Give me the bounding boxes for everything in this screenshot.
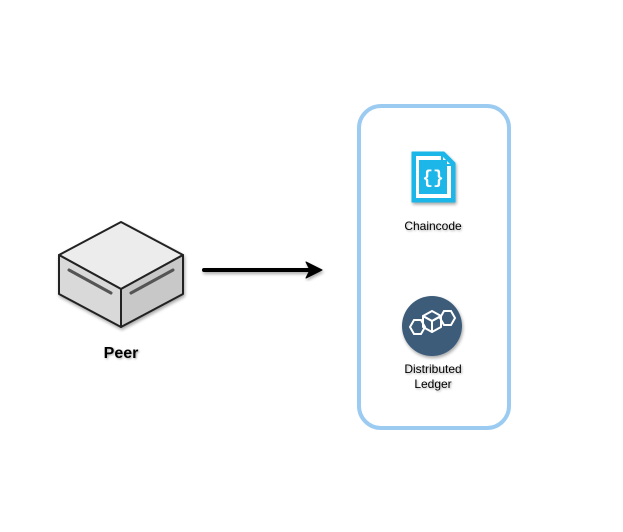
distributed-ledger-icon[interactable] — [402, 296, 462, 356]
distributed-ledger-label-line-1: Distributed — [404, 362, 462, 376]
peer-components-container[interactable] — [357, 104, 511, 430]
peer-server-icon[interactable] — [58, 221, 184, 328]
svg-text:{}: {} — [422, 169, 444, 189]
distributed-ledger-label-line-2: Ledger — [414, 377, 452, 391]
peer-label: Peer — [103, 345, 139, 362]
chaincode-label: Chaincode — [404, 219, 462, 233]
flow-arrow — [202, 261, 323, 279]
distributed-ledger-label: Distributed Ledger — [383, 362, 483, 392]
chaincode-document-icon[interactable]: {} — [411, 151, 456, 203]
